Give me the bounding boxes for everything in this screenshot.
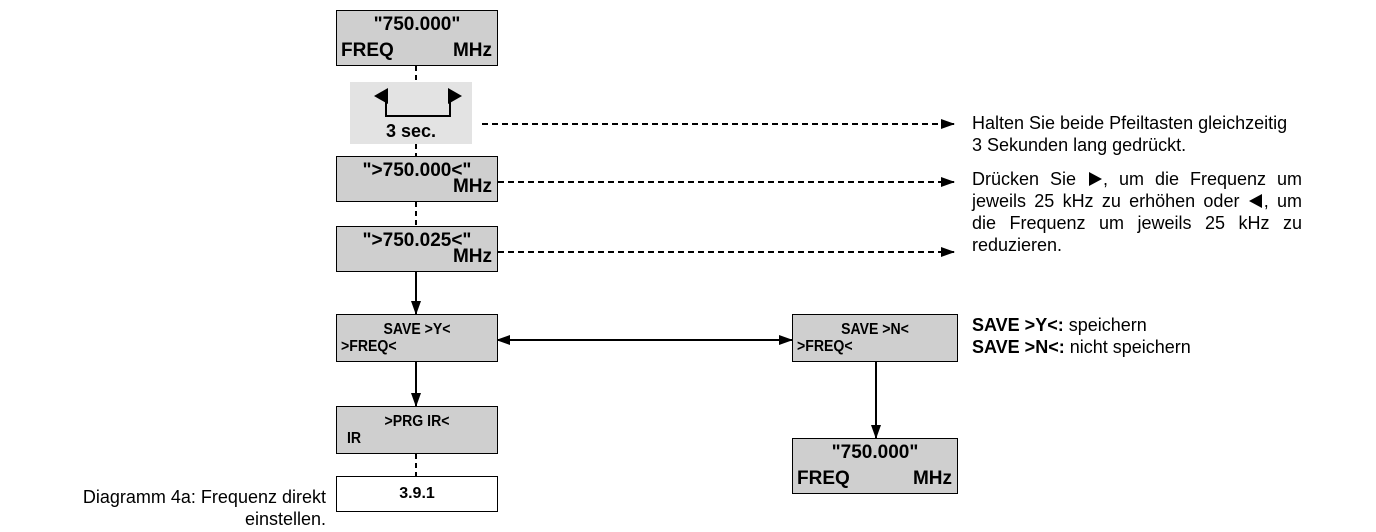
note-save-yes: SAVE >Y<: speichern [972, 314, 1302, 336]
display-line2-right: MHz [452, 40, 492, 61]
arrow-keys-diagram [374, 88, 462, 117]
left-triangle-icon [374, 88, 388, 104]
caption-line2: einstellen. [244, 509, 326, 529]
display-line1: SAVE >Y< [383, 321, 451, 338]
caption-line1: Diagramm 4a: Frequenz direkt [82, 487, 326, 507]
save-no-text: nicht speichern [1069, 337, 1191, 357]
display-line1: "750.000" [831, 442, 919, 463]
note-save-options: SAVE >Y<: speichern SAVE >N<: nicht spei… [972, 314, 1302, 358]
save-yes-key: SAVE >Y<: [972, 315, 1064, 335]
arrow-keys-panel: 3 sec. [350, 82, 472, 144]
display-save-yes: SAVE >Y< >FREQ< [336, 314, 498, 362]
bracket-line [385, 100, 451, 117]
note-hold-arrows: Halten Sie beide Pfeiltasten gleichzeiti… [972, 113, 1288, 155]
display-line2-right: MHz [912, 468, 952, 489]
display-line2-right: MHz [452, 176, 492, 197]
note2-part-b: , um die Frequenz um jeweils 25 kHz zu e… [972, 169, 1302, 211]
right-triangle-icon [1089, 172, 1103, 186]
display-freq-750-final: "750.000" FREQ MHz [792, 438, 958, 494]
display-line2-left: >FREQ< [341, 338, 397, 355]
display-line1: ">750.025<" [362, 230, 472, 251]
display-save-no: SAVE >N< >FREQ< [792, 314, 958, 362]
display-freq-750: "750.000" FREQ MHz [336, 10, 498, 66]
left-triangle-icon [1248, 194, 1262, 208]
display-line1: >PRG IR< [384, 413, 450, 430]
display-line2-left: FREQ [797, 468, 850, 489]
display-line2-left: IR [347, 430, 362, 447]
note-adjust-frequency: Drücken Sie , um die Frequenz um jeweils… [972, 168, 1302, 256]
display-line2-right: MHz [452, 246, 492, 267]
display-freq-edit-750: ">750.000<" MHz [336, 156, 498, 202]
save-yes-text: speichern [1068, 315, 1147, 335]
display-line1: "750.000" [373, 14, 461, 35]
display-line2-left: FREQ [341, 40, 394, 61]
note2-part-c: , um die Frequenz um jeweils 25 kHz zu r… [972, 191, 1302, 255]
display-line1: SAVE >N< [841, 321, 909, 338]
diagram-caption: Diagramm 4a: Frequenz direkt einstellen. [46, 486, 326, 530]
display-line1: ">750.000<" [362, 160, 472, 181]
display-line2-left: >FREQ< [797, 338, 853, 355]
section-ref-box: 3.9.1 [336, 476, 498, 512]
keypad-duration-label: 3 sec. [385, 121, 437, 141]
note-save-no: SAVE >N<: nicht speichern [972, 336, 1302, 358]
right-triangle-icon [448, 88, 462, 104]
save-no-key: SAVE >N<: [972, 337, 1065, 357]
note2-part-a: Drücken Sie [972, 169, 1077, 189]
display-prg-ir: >PRG IR< IR [336, 406, 498, 454]
display-freq-edit-750025: ">750.025<" MHz [336, 226, 498, 272]
